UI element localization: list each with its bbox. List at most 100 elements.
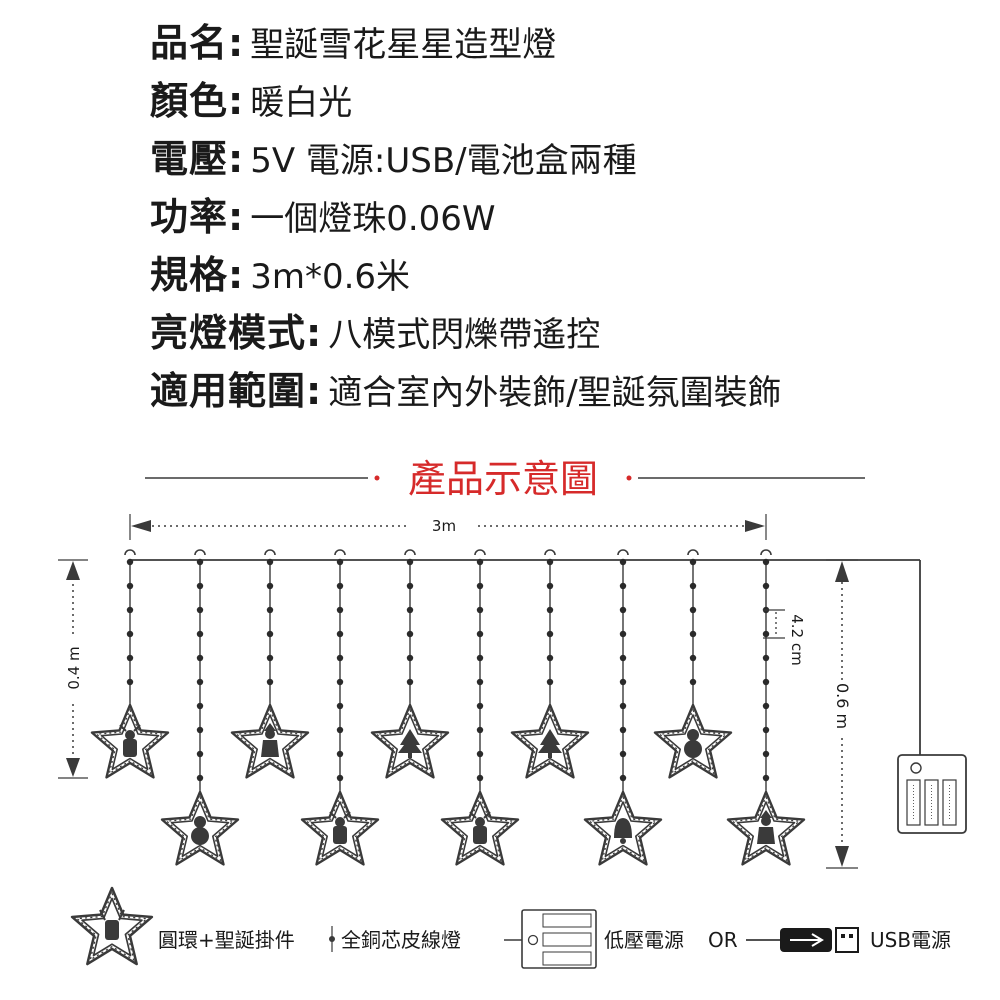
led-bulb <box>266 606 274 614</box>
spec-value: 適合室內外裝飾/聖誕氛圍裝飾 <box>328 373 782 413</box>
led-bulb <box>336 678 344 686</box>
led-bulb <box>619 654 627 662</box>
right-dim-arrow-top <box>835 561 849 582</box>
spec-row-mode: 亮燈模式:八模式閃爍帶遙控 <box>150 304 970 362</box>
hook-icon <box>334 549 346 556</box>
led-bulb <box>762 678 770 686</box>
spec-label: 亮燈模式: <box>150 311 323 355</box>
led-bulb <box>689 558 697 566</box>
led-bulb <box>336 606 344 614</box>
led-bulb <box>546 558 554 566</box>
led-bulb <box>689 654 697 662</box>
hook-icon <box>404 549 416 556</box>
usb-plug-icon <box>746 927 859 953</box>
spec-value: 5V 電源:USB/電池盒兩種 <box>250 141 637 181</box>
led-bulb <box>619 558 627 566</box>
snowman-icon <box>191 816 209 845</box>
led-bulb <box>406 582 414 590</box>
led-bulb <box>196 558 204 566</box>
legend-ring-label: 圓環+聖誕掛件 <box>158 928 295 952</box>
hook-icon <box>124 549 136 556</box>
led-bulb <box>619 678 627 686</box>
led-bulb <box>336 558 344 566</box>
led-bulb <box>406 654 414 662</box>
light-strand <box>726 549 806 866</box>
legend-star-icon <box>70 886 154 966</box>
spec-label: 電壓: <box>150 137 245 181</box>
led-bulb <box>476 726 484 734</box>
snowman-icon <box>684 729 702 758</box>
light-strand <box>90 549 170 779</box>
spec-row-color: 顏色:暖白光 <box>150 72 970 130</box>
width-arrow-left <box>131 520 151 532</box>
led-bulb <box>762 558 770 566</box>
long-drop-label: 0.6 m <box>833 683 852 729</box>
led-bulb <box>762 654 770 662</box>
led-bulb <box>336 702 344 710</box>
spec-row-name: 品名:聖誕雪花星星造型燈 <box>150 14 970 72</box>
led-bulb <box>196 702 204 710</box>
led-bulb <box>126 678 134 686</box>
led-bulb <box>196 630 204 638</box>
led-bulb <box>476 750 484 758</box>
hook-icon <box>617 549 629 556</box>
left-dim-arrow-bottom <box>66 758 80 777</box>
light-strand <box>583 549 663 866</box>
legend-battery-label: 低壓電源 <box>604 928 684 952</box>
led-bulb <box>762 582 770 590</box>
spec-row-usage: 適用範圍:適合室內外裝飾/聖誕氛圍裝飾 <box>150 362 970 420</box>
legend-usb-label: USB電源 <box>870 928 951 952</box>
hook-icon <box>544 549 556 556</box>
led-bulb <box>476 630 484 638</box>
spec-list: 品名:聖誕雪花星星造型燈 顏色:暖白光 電壓:5V 電源:USB/電池盒兩種 功… <box>150 14 970 420</box>
light-strand <box>370 549 450 779</box>
spec-value: 八模式閃爍帶遙控 <box>328 315 601 355</box>
led-bulb <box>336 750 344 758</box>
led-bulb <box>336 654 344 662</box>
led-bulb <box>406 630 414 638</box>
left-dim-arrow-top <box>66 561 80 580</box>
led-bulb <box>476 558 484 566</box>
led-bulb <box>336 582 344 590</box>
led-bulb <box>619 606 627 614</box>
battery-box <box>897 754 967 834</box>
diagram-title: 產品示意圖 <box>408 457 598 501</box>
led-bulb <box>476 678 484 686</box>
legend-or-label: OR <box>708 928 738 952</box>
title-dot-left <box>374 475 380 481</box>
led-bulb <box>126 582 134 590</box>
led-bulb <box>762 726 770 734</box>
led-bulb <box>476 582 484 590</box>
led-bulb <box>266 582 274 590</box>
hook-icon <box>687 549 699 556</box>
legend-wire-label: 全銅芯皮線燈 <box>341 928 461 952</box>
legend-wire-dot <box>329 936 335 942</box>
spec-label: 適用範圍: <box>150 369 323 413</box>
led-bulb <box>126 654 134 662</box>
led-bulb <box>266 630 274 638</box>
reindeer-icon <box>119 724 141 757</box>
short-drop-label: 0.4 m <box>65 646 83 689</box>
led-bulb <box>196 606 204 614</box>
spec-label: 功率: <box>150 195 245 239</box>
light-strand <box>300 549 380 866</box>
santa-icon <box>757 810 775 844</box>
led-bulb <box>546 582 554 590</box>
spec-row-size: 規格:3m*0.6米 <box>150 246 970 304</box>
led-bulb <box>619 726 627 734</box>
led-bulb <box>196 654 204 662</box>
led-bulb <box>336 726 344 734</box>
hook-icon <box>474 549 486 556</box>
light-strand <box>160 549 240 866</box>
led-bulb <box>689 630 697 638</box>
led-bulb <box>266 558 274 566</box>
led-bulb <box>619 774 627 782</box>
santa-icon <box>261 723 279 757</box>
led-bulb <box>619 750 627 758</box>
led-bulb <box>619 582 627 590</box>
right-dim-label-bg <box>830 680 854 734</box>
spec-value: 聖誕雪花星星造型燈 <box>250 25 557 65</box>
led-bulb <box>196 582 204 590</box>
title-dot-right <box>626 475 632 481</box>
led-bulb <box>126 606 134 614</box>
